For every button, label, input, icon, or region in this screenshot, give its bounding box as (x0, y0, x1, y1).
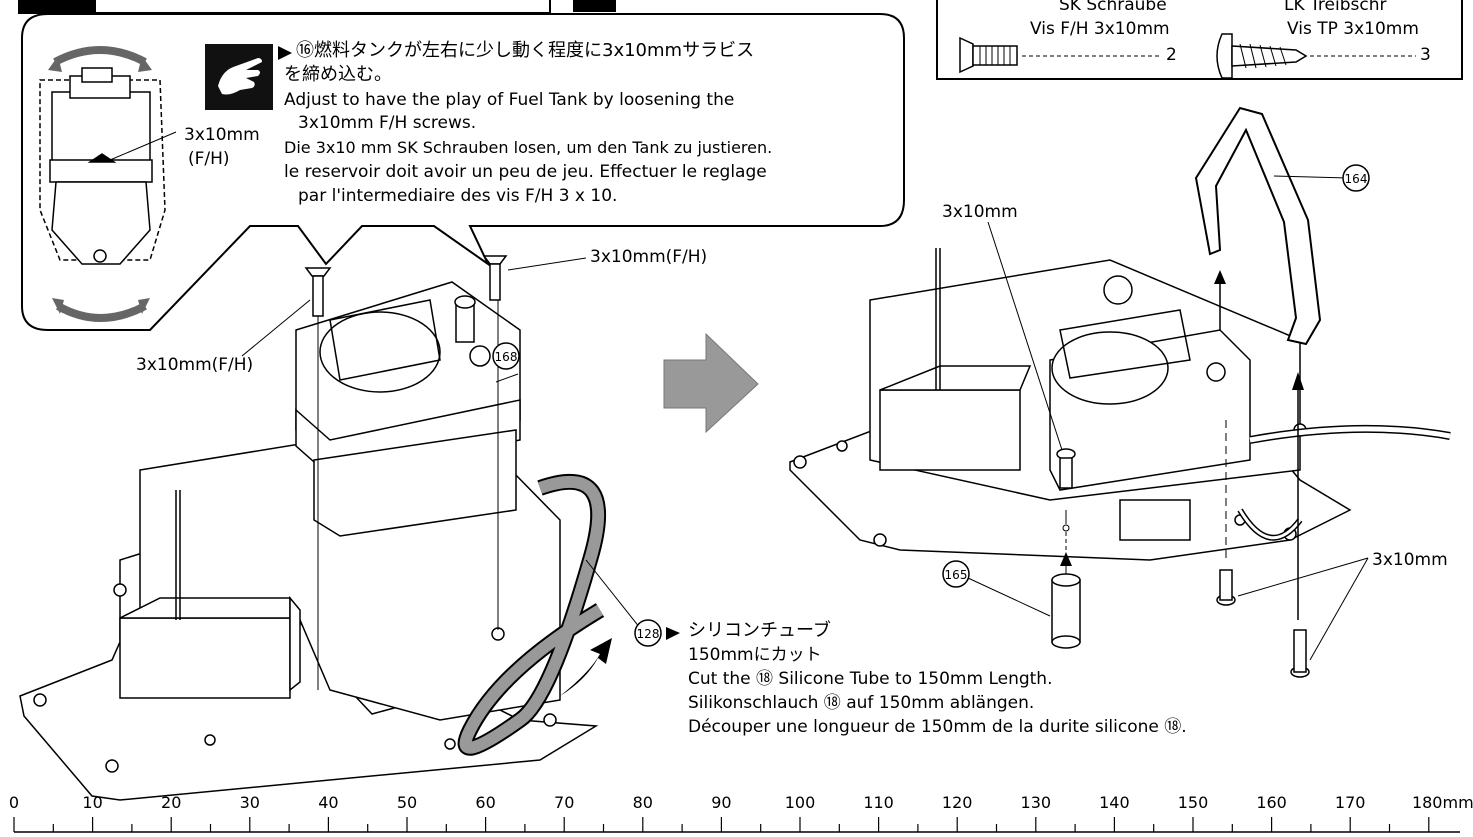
ruler-label: 80 (632, 793, 653, 812)
left-screws (304, 255, 508, 317)
callout-en-line1: Adjust to have the play of Fuel Tank by … (284, 90, 735, 110)
ruler-label: 60 (475, 793, 496, 812)
pointing-hand-icon (205, 44, 273, 110)
parts-col1-line1: SK Schraube (1059, 0, 1167, 15)
ruler-label: 20 (161, 793, 182, 812)
svg-text:168: 168 (495, 350, 518, 364)
right-screws (1056, 448, 1310, 678)
flat-head-screw-icon (959, 36, 1160, 74)
ruler-label: 180mm (1411, 793, 1473, 812)
ruler-label: 160 (1256, 793, 1287, 812)
ruler-label: 50 (396, 793, 418, 812)
callout-de-line: Die 3x10 mm SK Schrauben losen, um den T… (284, 138, 773, 157)
inset-tank-sketch (39, 46, 177, 322)
tube-note-ja-line1: シリコンチューブ (688, 620, 831, 641)
svg-text:165: 165 (945, 568, 968, 582)
right-screw-label-top: 3x10mm (942, 202, 1018, 222)
ruler-label: 140 (1099, 793, 1130, 812)
tube-note-de: Silikonschlauch ⑱ auf 150mm ablängen. (688, 693, 1035, 713)
tube-note-en: Cut the ⑱ Silicone Tube to 150mm Length. (688, 669, 1053, 689)
callout-fr-line1: le reservoir doit avoir un peu de jeu. E… (284, 162, 767, 182)
ruler-label: 10 (82, 793, 103, 812)
ruler-label: 130 (1020, 793, 1052, 812)
inset-screw-type: (F/H) (188, 149, 230, 169)
ruler-label: 150 (1177, 793, 1209, 812)
tube-arrow-icon (560, 638, 612, 696)
ruler-label: 90 (711, 793, 732, 812)
ruler-ticks (13, 817, 1430, 832)
tube-note-ja-line2: 150mmにカット (688, 645, 822, 665)
top-step-marker (573, 0, 616, 12)
parts-box (936, 0, 1463, 80)
left-screw-label-top: 3x10mm(F/H) (590, 247, 708, 267)
inset-screw-label: 3x10mm (184, 125, 260, 145)
handle-part (1194, 106, 1322, 346)
parts-col1-qty: 2 (1166, 45, 1177, 65)
right-chassis (789, 248, 1352, 561)
ruler-label: 110 (863, 793, 894, 812)
part-number-168 (492, 342, 520, 370)
callout-ja-line1: ⑯燃料タンクが左右に少し動く程度に3x10mmサラビス (296, 40, 755, 61)
ruler-label: 170 (1334, 793, 1366, 812)
callout-ja-line2: を締め込む。 (284, 64, 392, 85)
parts-col1-line2: Vis F/H 3x10mm (1030, 19, 1170, 39)
left-screw-label-left: 3x10mm(F/H) (136, 355, 254, 375)
left-fuel-tank (295, 280, 521, 690)
tube-note-fr: Découper une longueur de 150mm de la dur… (688, 717, 1187, 737)
ruler-label: 40 (318, 793, 339, 812)
ruler-label: 30 (239, 793, 260, 812)
tapping-screw-icon (1216, 33, 1416, 79)
parts-col2-line2: Vis TP 3x10mm (1287, 19, 1419, 39)
transition-arrow-icon (663, 332, 759, 434)
ruler-label: 100 (784, 793, 816, 812)
ruler-label: 70 (554, 793, 575, 812)
post-part-165 (1051, 573, 1081, 649)
right-screw-label-bottom: 3x10mm (1372, 550, 1448, 570)
ruler-label: 120 (941, 793, 973, 812)
svg-text:164: 164 (1345, 172, 1368, 186)
parts-col2-qty: 3 (1420, 45, 1431, 65)
callout-en-line2: 3x10mm F/H screws. (298, 113, 477, 133)
parts-col2-line1: LK Treibschr (1284, 0, 1387, 15)
part-number-128 (634, 619, 662, 647)
callout-fr-line2: par l'intermediaire des vis F/H 3 x 10. (298, 186, 618, 206)
ruler-label: 0 (8, 793, 20, 812)
svg-text:128: 128 (637, 627, 660, 641)
